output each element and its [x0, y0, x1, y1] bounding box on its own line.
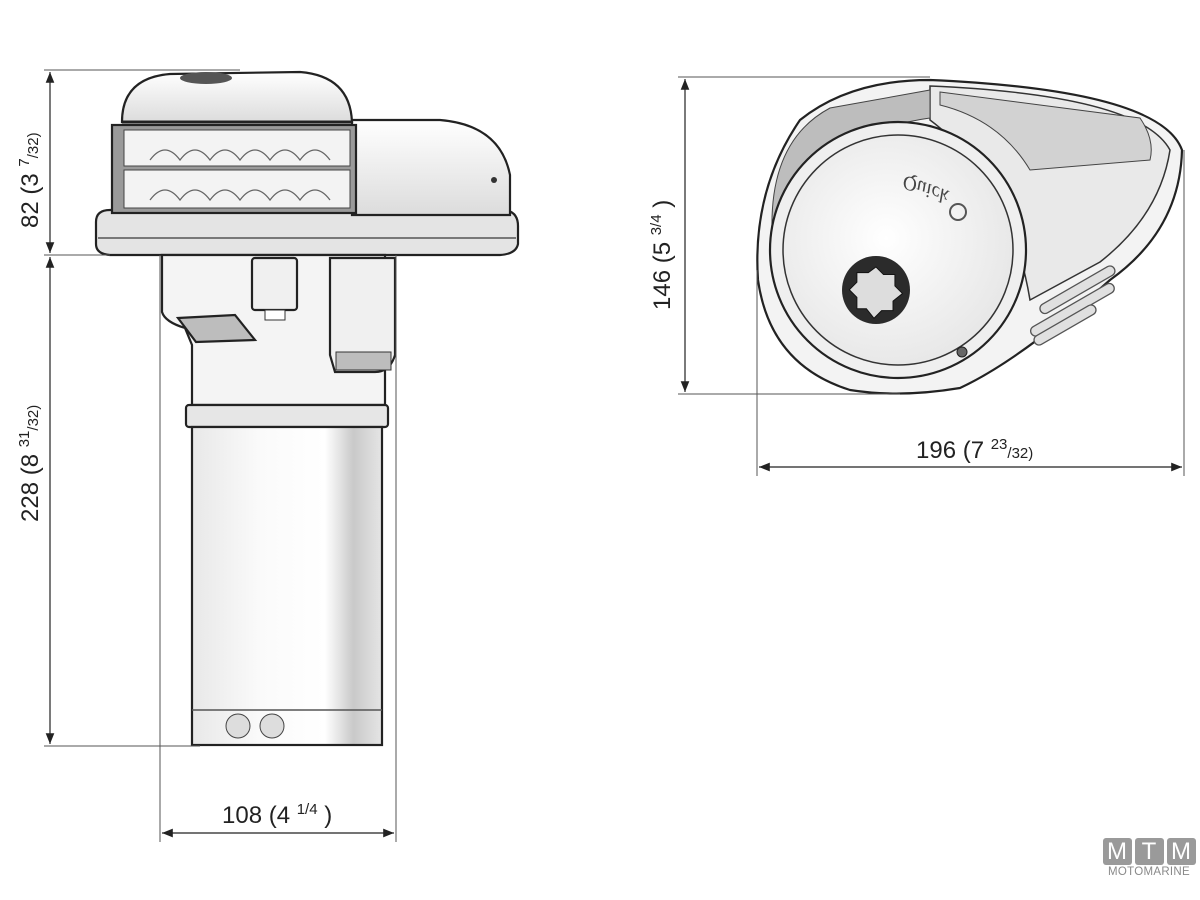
watermark-letter: M — [1166, 838, 1196, 865]
base-plate — [94, 208, 520, 257]
motomarine-watermark: M T M MOTOMARINE — [1102, 838, 1196, 878]
top-cap — [120, 70, 354, 124]
dim-top-height: 82 (3 7/32) — [16, 132, 44, 228]
dim-deck-height: 146 (5 3/4 ) — [648, 200, 676, 310]
dim-body-width: 108 (4 1/4 ) — [222, 801, 332, 829]
motor — [190, 425, 384, 747]
dim-body-height: 228 (8 31/32) — [16, 405, 44, 522]
motor-flange — [184, 403, 390, 429]
watermark-letter: M — [1102, 838, 1132, 865]
top-view: Quick 146 (5 3/4 ) 196 (7 23/32) — [648, 76, 1185, 476]
side-view: 82 (3 7/32) 228 (8 31/32) 108 (4 1/4 ) — [16, 69, 520, 842]
housing — [350, 118, 512, 217]
cap-handle-slot — [180, 72, 232, 84]
drum-top — [782, 134, 1014, 366]
dim-deck-width: 196 (7 23/32) — [916, 436, 1033, 464]
watermark-letter: T — [1134, 838, 1164, 865]
watermark-name: MOTOMARINE — [1107, 866, 1190, 878]
